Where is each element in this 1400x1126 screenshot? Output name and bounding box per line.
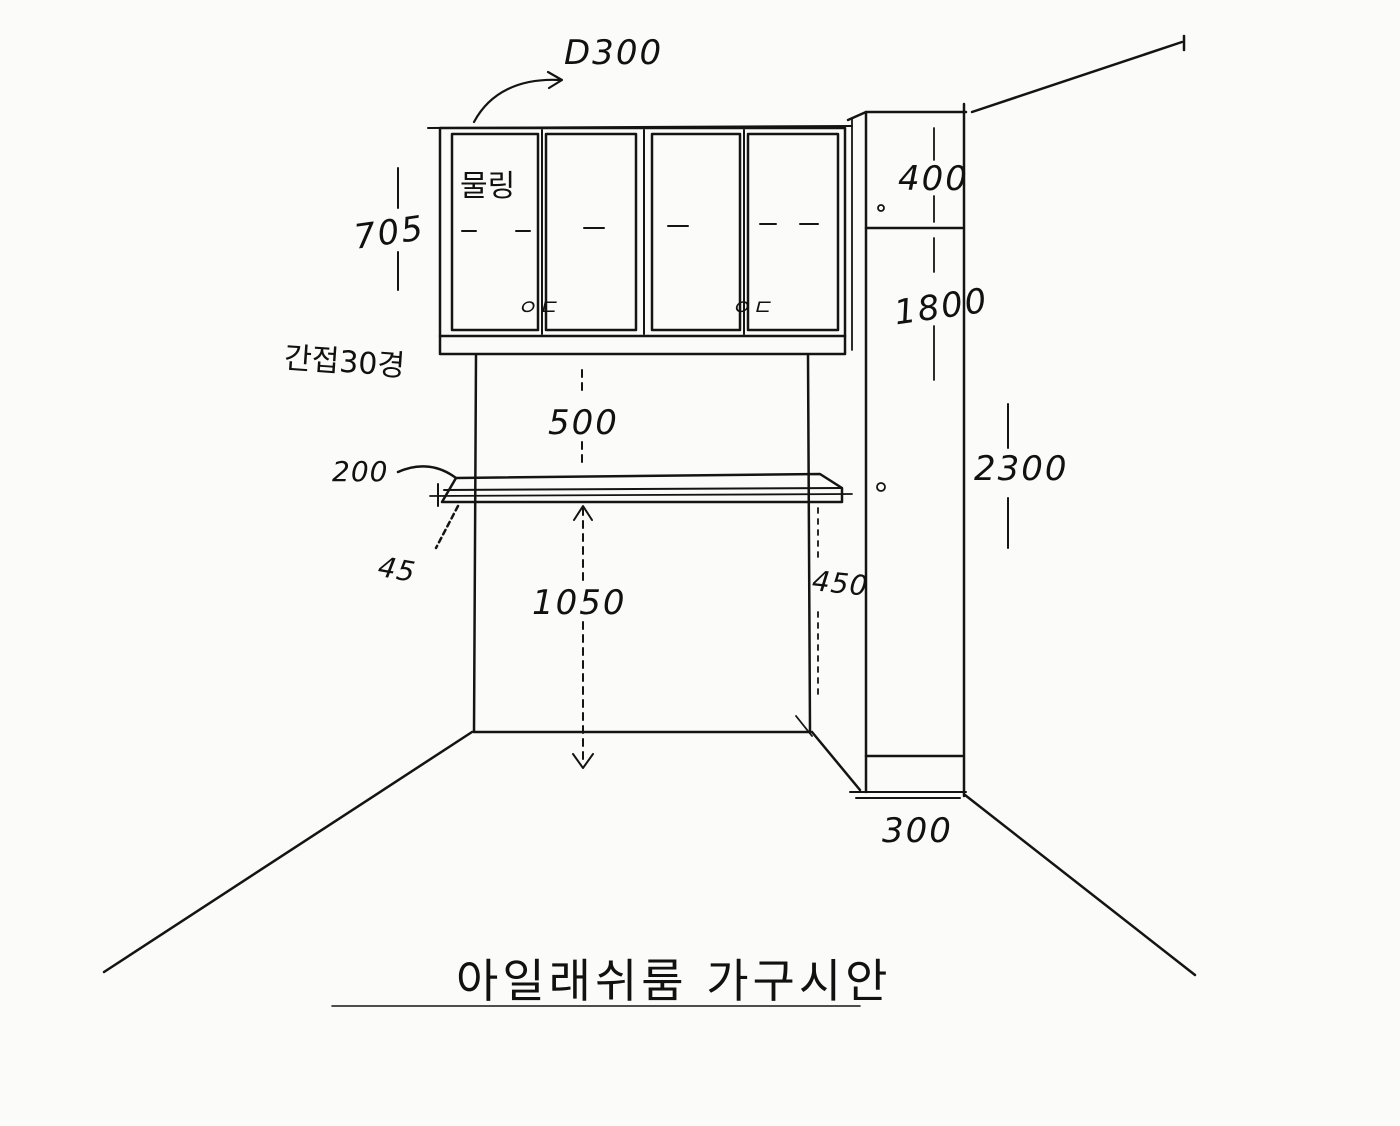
label-depth-top: D300 (564, 33, 664, 73)
shelf-outline (440, 472, 844, 504)
floor-right-line (963, 793, 1197, 977)
floor-left-line (102, 730, 474, 974)
label-tall-top-section: 400 (898, 159, 969, 199)
shelf-front-edge (443, 487, 843, 491)
floor-corner-tick (795, 715, 813, 737)
label-shelf-thickness: 45 (375, 549, 419, 590)
label-floor-to-shelf: 1050 (532, 583, 627, 623)
dim-1050-arrow-bottom (572, 753, 594, 769)
shelf-dimension-line (429, 493, 853, 497)
back-wall (472, 353, 812, 734)
tall-cabinet-handle-top (877, 204, 885, 212)
tall-cabinet-top (846, 110, 968, 122)
label-handle-right: ㅇㄷ (730, 296, 773, 321)
alcove-right-edge (806, 353, 812, 734)
ceiling-right-line (970, 40, 1184, 114)
door-2 (544, 132, 638, 332)
label-right-gap: 450 (810, 564, 871, 603)
door-4 (746, 132, 840, 332)
floor-mid-line (810, 730, 862, 792)
cabinet-top-line (427, 125, 853, 129)
dim-450-line (795, 507, 819, 737)
sketch-title: 아일래쉬룸 가구시안 (456, 954, 892, 1008)
label-indirect-light-note: 간접30경 (282, 340, 407, 385)
label-gap-upper: 500 (548, 403, 619, 443)
dim-1050-line (572, 505, 594, 769)
door-1 (450, 132, 540, 332)
label-tall-depth: 300 (882, 811, 953, 851)
upper-cabinet-body (438, 126, 847, 356)
depth-leader-curve (472, 78, 562, 124)
label-finish-note: 물링 (460, 169, 516, 204)
alcove-left-edge (472, 353, 478, 734)
label-shelf-depth: 200 (332, 455, 389, 488)
room-lines (102, 34, 1197, 977)
tall-cabinet (846, 102, 968, 799)
label-upper-cabinet-height: 705 (351, 208, 428, 258)
label-total-height: 2300 (974, 449, 1069, 489)
depth-leader-head (546, 70, 564, 90)
door-3 (650, 132, 742, 332)
floating-shelf (396, 465, 853, 550)
door-center-dashes (461, 223, 819, 232)
shelf-depth-leader (396, 465, 458, 480)
depth-leader-arrow (472, 70, 564, 124)
upper-cabinet (427, 125, 853, 356)
shelf-thickness-leader (434, 504, 460, 550)
tall-cabinet-base (849, 791, 967, 799)
tall-cabinet-handle-main (876, 482, 886, 492)
label-handle-left: ㅇㄷ (516, 296, 559, 321)
dim-1050-arrow-top (573, 505, 593, 521)
